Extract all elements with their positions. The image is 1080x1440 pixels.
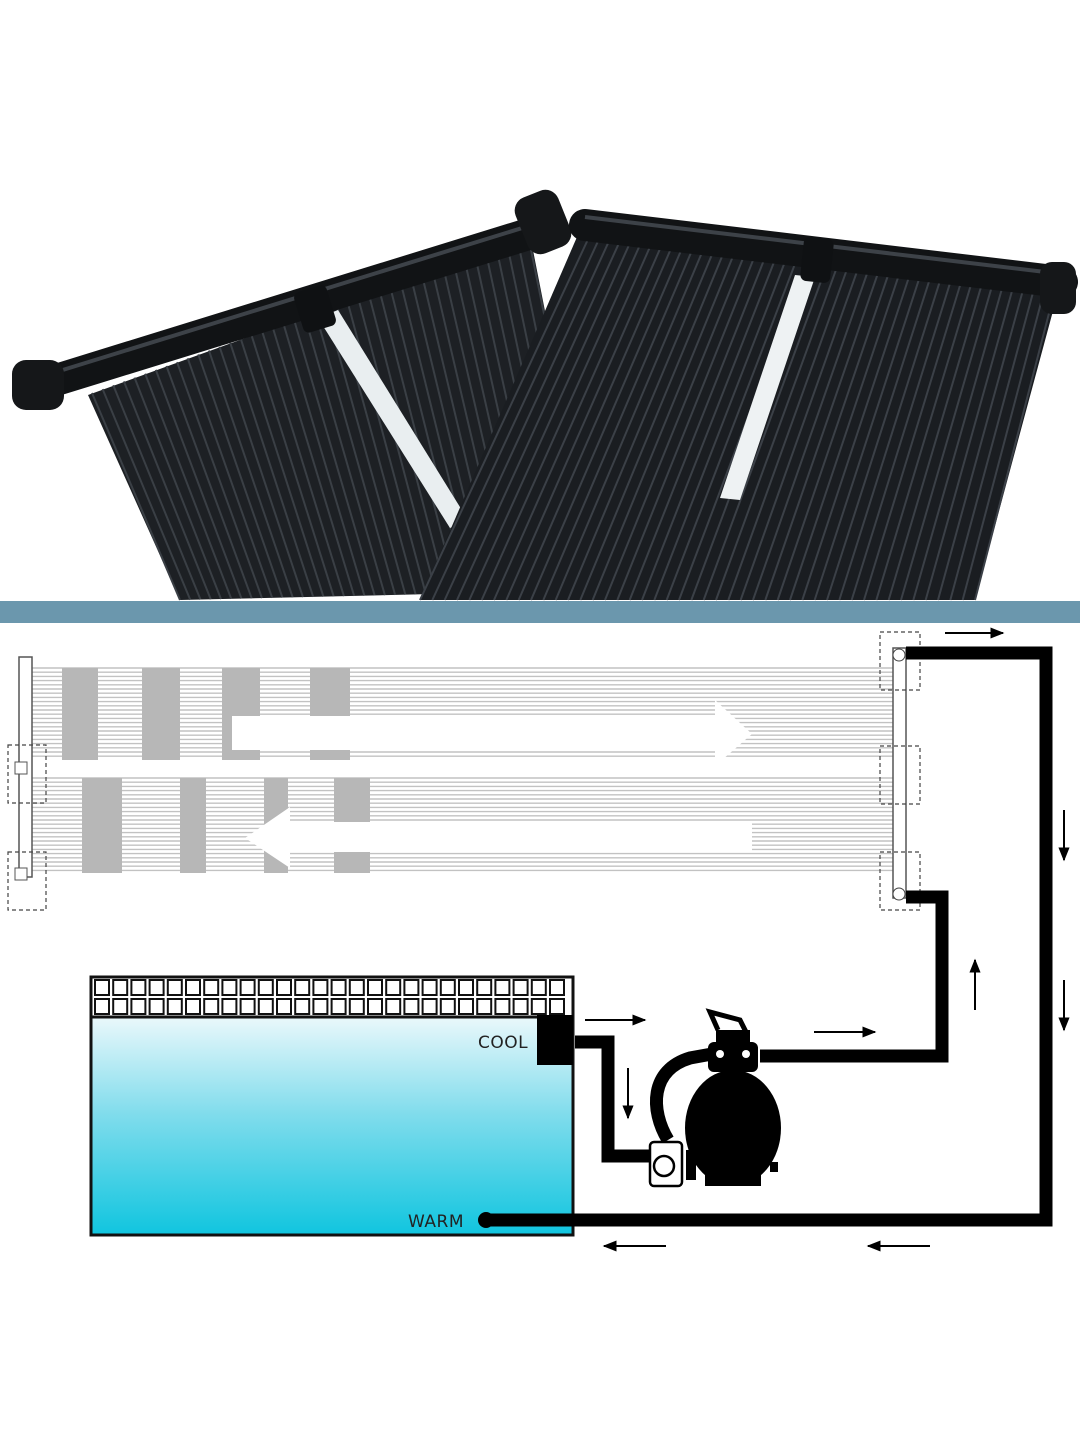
cool-outlet — [537, 1015, 573, 1065]
left-header-manifold — [7, 656, 47, 911]
pool: COOL WARM — [89, 975, 575, 1237]
right-header-manifold — [879, 631, 921, 911]
panel-schematic — [7, 631, 921, 911]
pipe-filter-to-panels — [760, 890, 949, 1063]
right-solar-panel — [419, 209, 1078, 601]
pool-tile-border — [94, 979, 565, 1015]
panel-flow-arrows — [232, 700, 752, 868]
flow-arrow-icon — [585, 627, 1070, 1252]
pipe-pool-to-pump — [575, 1035, 652, 1163]
pipe-pump-to-filter — [650, 1047, 714, 1144]
cool-label: COOL — [478, 1033, 528, 1053]
pipes — [486, 646, 1053, 1227]
divider-band — [0, 601, 1080, 623]
solar-panel-photo — [12, 189, 1078, 601]
sand-filter-pump-icon — [648, 1008, 781, 1188]
pipe-panels-to-pool — [486, 646, 1053, 1227]
warm-label: WARM — [408, 1212, 464, 1232]
